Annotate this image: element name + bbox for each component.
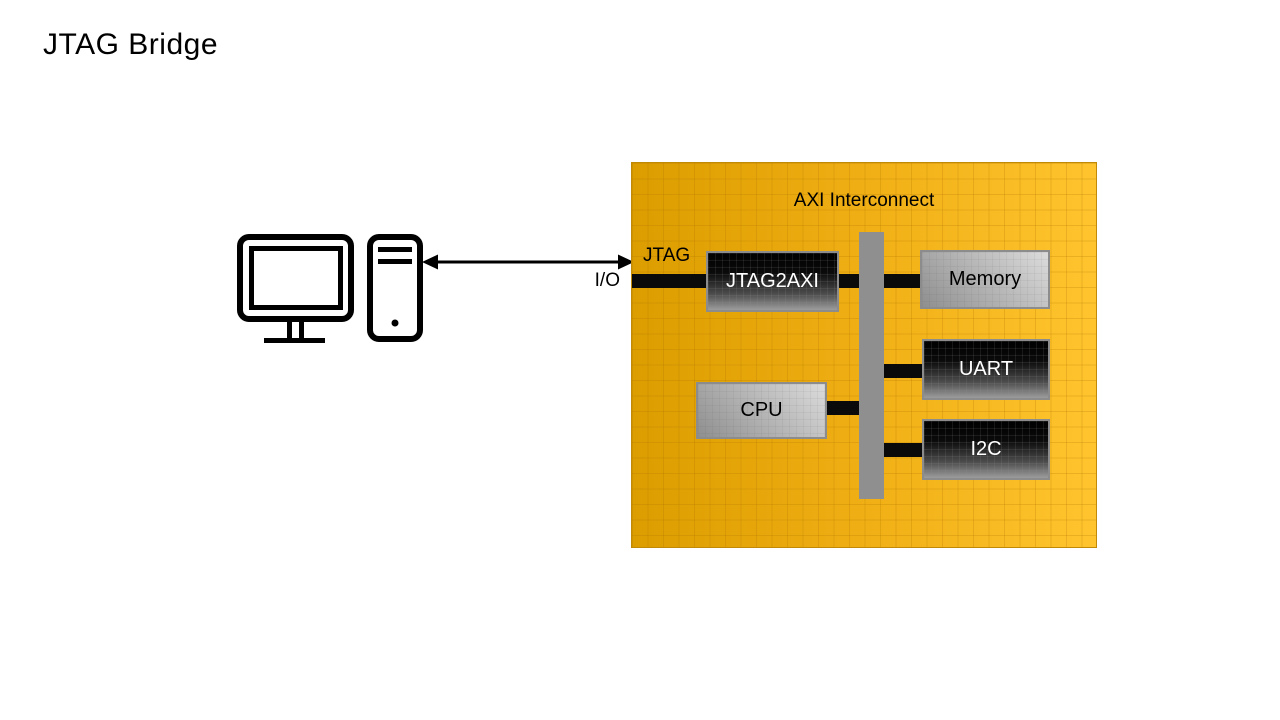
tower-power-dot: [391, 319, 399, 327]
monitor-stand-base: [264, 338, 325, 343]
monitor-screen: [249, 246, 343, 310]
axi-bus-bar: [859, 232, 884, 499]
tower-case: [367, 234, 423, 342]
page-title: JTAG Bridge: [43, 28, 218, 61]
io-label: I/O: [594, 270, 620, 291]
interconnect-title: AXI Interconnect: [793, 190, 935, 211]
monitor-stand-neck: [287, 319, 304, 338]
block-i2c: I2C: [922, 419, 1050, 480]
block-memory-label: Memory: [948, 268, 1022, 290]
block-cpu: CPU: [696, 382, 827, 439]
i2c-connector: [884, 443, 922, 457]
jtag-label: JTAG: [643, 245, 691, 266]
cpu-connector: [827, 401, 859, 415]
axi-interconnect-region: AXI Interconnect JTAG JTAG2AXI Memory UA…: [631, 162, 1097, 548]
bidirectional-arrow-icon: [422, 254, 634, 270]
block-jtag2axi: JTAG2AXI: [706, 251, 839, 312]
block-memory: Memory: [920, 250, 1050, 309]
block-jtag2axi-label: JTAG2AXI: [726, 270, 819, 292]
block-uart: UART: [922, 339, 1050, 400]
monitor-frame: [237, 234, 354, 322]
block-cpu-label: CPU: [740, 399, 783, 421]
uart-connector: [884, 364, 922, 378]
block-uart-label: UART: [958, 358, 1014, 380]
desktop-computer-icon: [237, 234, 423, 343]
memory-connector: [884, 274, 920, 288]
block-i2c-label: I2C: [970, 438, 1002, 460]
